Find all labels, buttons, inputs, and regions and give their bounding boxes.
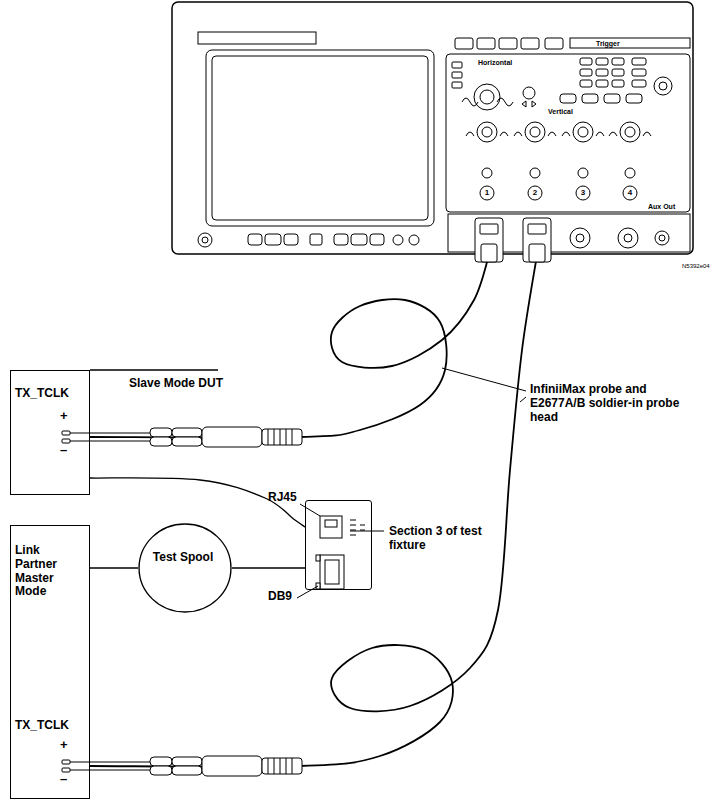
- node-text: Slave Mode DUT: [129, 377, 225, 391]
- label-text: DB9: [268, 590, 292, 604]
- node-text: Link Partner Master Mode: [15, 544, 75, 599]
- node-text: TX_TCLK: [15, 387, 69, 401]
- cable-line: [90, 255, 537, 767]
- label-text: –: [60, 443, 67, 458]
- oscilloscope: Horizontal TriggerVertical 1 2 3 4Aux Out: [170, 0, 695, 255]
- cable-line: [90, 478, 305, 527]
- spool-circle: Test Spool: [138, 523, 232, 613]
- cable: [90, 568, 138, 569]
- label-text: +: [60, 738, 68, 753]
- label-text: –: [60, 772, 67, 787]
- cable: [90, 478, 305, 527]
- cable-line: [90, 567, 138, 568]
- node-text: Vertical: [548, 108, 573, 116]
- node-text: Aux Out: [648, 203, 675, 211]
- circle-outline: [138, 523, 232, 613]
- node-text: Section 3 of test fixture: [389, 525, 511, 553]
- leader-lines: [90, 368, 526, 598]
- fixture-connectors: [316, 516, 365, 589]
- device-box: Section 3 of test fixture: [305, 500, 372, 590]
- node-text: 1: [480, 188, 494, 198]
- label-text: InfiniiMax probe and E2677A/B soldier-in…: [530, 383, 680, 424]
- label-text: RJ45: [268, 491, 297, 505]
- node-text: 4: [623, 188, 637, 198]
- probe-drawing: [62, 427, 302, 776]
- node-text: Horizontal: [478, 59, 512, 67]
- node-text: 2: [528, 188, 542, 198]
- cable-line: [90, 255, 489, 438]
- probe-cable: [90, 255, 537, 767]
- node-text: 3: [576, 188, 590, 198]
- label-text: +: [60, 409, 68, 424]
- device-box: TX_TCLKSlave Mode DUT: [10, 370, 90, 495]
- node-text: TX_TCLK: [15, 719, 69, 733]
- oscilloscope-drawing: [172, 2, 693, 262]
- label-text: N5392e04: [682, 263, 710, 270]
- node-text: Test Spool: [138, 551, 228, 565]
- device-box: Link Partner Master ModeTX_TCLK: [10, 525, 90, 799]
- probe-cable: [90, 255, 489, 438]
- cable-line: [232, 567, 305, 568]
- cable: [232, 568, 305, 569]
- node-text: Trigger: [596, 40, 620, 48]
